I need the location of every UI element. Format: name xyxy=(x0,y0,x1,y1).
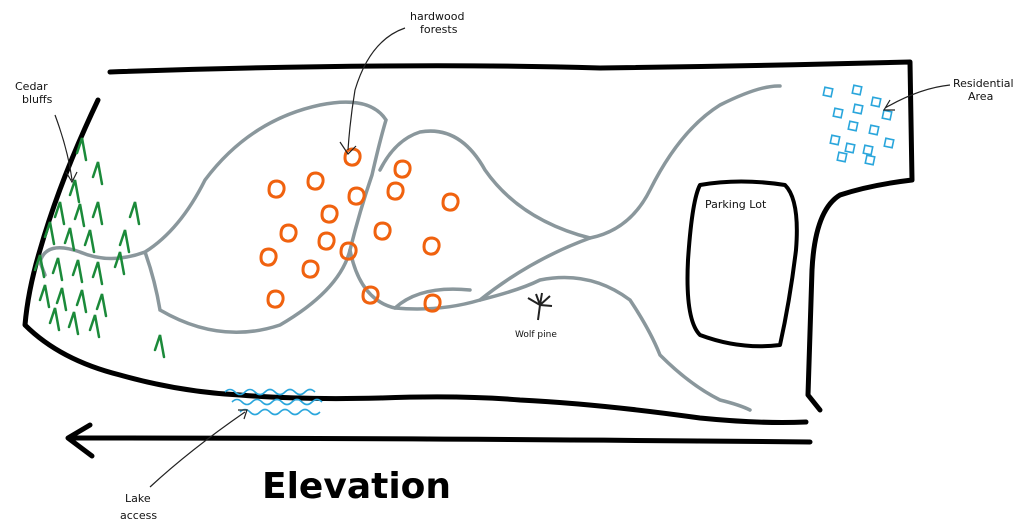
residential-house xyxy=(836,151,848,163)
residential-house xyxy=(868,124,880,136)
hardwood-tree xyxy=(320,204,339,224)
residential-house xyxy=(864,154,876,166)
residential-house xyxy=(883,137,895,149)
cedar-tree xyxy=(73,203,86,228)
residential-house xyxy=(852,103,864,115)
parking-lot xyxy=(685,179,799,349)
cedar-tree xyxy=(53,201,66,226)
hardwood-tree xyxy=(339,241,358,261)
cedar-tree xyxy=(95,293,108,318)
cedar-tree xyxy=(55,287,68,312)
cedar-tree xyxy=(33,254,46,279)
hardwood-tree xyxy=(361,285,380,305)
cedar-tree xyxy=(75,289,88,314)
hardwood-tree xyxy=(317,231,336,251)
cedar-tree xyxy=(48,307,61,332)
residential-house xyxy=(862,144,874,156)
lake-pointer xyxy=(149,409,248,488)
cedar-tree xyxy=(91,261,104,286)
cedar-tree xyxy=(153,334,166,359)
residential-house xyxy=(844,142,856,154)
elevation-label: Elevation xyxy=(262,466,451,507)
cedar-tree xyxy=(43,221,56,246)
elevation-arrow xyxy=(65,422,813,459)
residential-house xyxy=(847,120,859,132)
cedar-tree xyxy=(83,229,96,254)
cedar-tree xyxy=(88,314,101,339)
residential-houses xyxy=(822,84,895,166)
wolf-pine-icon xyxy=(527,292,553,321)
hardwood-tree xyxy=(422,236,441,256)
hardwood-tree xyxy=(343,147,362,167)
residential-house xyxy=(870,96,882,108)
wolf-pine-label: Wolf pine xyxy=(515,330,557,340)
residential-house xyxy=(881,109,893,121)
hardwood-tree xyxy=(306,171,325,191)
residential-house xyxy=(832,107,844,119)
hardwood-tree xyxy=(279,223,298,243)
hardwood-pointer xyxy=(339,27,406,155)
cedar-tree xyxy=(71,259,84,284)
cedar-tree xyxy=(63,227,76,252)
cedar-tree xyxy=(38,284,51,309)
hardwood-tree xyxy=(259,247,278,267)
cedar-tree xyxy=(67,311,80,336)
cedar-tree xyxy=(75,137,88,162)
hardwood-tree xyxy=(393,159,412,179)
residential-pointer xyxy=(882,84,951,111)
hardwood-tree xyxy=(373,221,392,241)
trails xyxy=(38,84,782,412)
hardwood-tree xyxy=(266,289,285,309)
cedar-bluffs-trees xyxy=(33,137,166,359)
cedar-tree xyxy=(91,161,104,186)
hardwood-tree xyxy=(386,181,405,201)
hardwood-tree xyxy=(347,186,366,206)
cedar-tree xyxy=(118,229,131,254)
cedar-tree xyxy=(51,257,64,282)
cedar-tree xyxy=(68,179,81,204)
hardwood-tree xyxy=(423,293,442,313)
hardwood-tree xyxy=(267,179,286,199)
hardwood-forest xyxy=(259,147,460,313)
cedar-tree xyxy=(113,251,126,276)
hardwood-tree xyxy=(441,192,460,212)
cedar-pointer xyxy=(54,114,78,184)
parking-label: Parking Lot xyxy=(705,198,767,211)
cedar-tree xyxy=(128,201,141,226)
residential-house xyxy=(851,84,863,96)
residential-house xyxy=(822,86,834,98)
cedar-tree xyxy=(91,201,104,226)
residential-house xyxy=(829,134,841,146)
lake-waves xyxy=(224,388,323,416)
hardwood-tree xyxy=(301,259,320,279)
